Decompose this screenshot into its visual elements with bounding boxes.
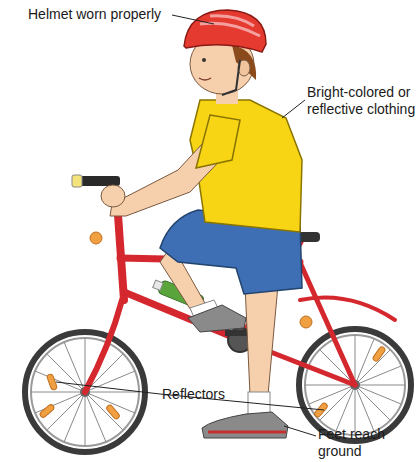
- shoe: [202, 412, 288, 438]
- leader-line: [284, 426, 316, 436]
- shoe: [188, 305, 246, 332]
- shirt-sleeve: [196, 115, 240, 168]
- seat-stay: [298, 258, 355, 385]
- spoke-reflector: [39, 404, 55, 419]
- spoke-reflector: [372, 346, 386, 363]
- handlebar-reflector: [72, 175, 82, 187]
- eye: [202, 58, 206, 62]
- callout-label: Helmet worn properly: [28, 6, 178, 23]
- fork: [85, 300, 122, 392]
- callout-label: Bright-colored or reflective clothing: [307, 84, 417, 118]
- hand: [101, 185, 125, 207]
- leader-line: [282, 100, 305, 118]
- rear-fender: [300, 298, 395, 321]
- helmet-vents: [200, 16, 260, 36]
- mouth: [199, 78, 211, 80]
- leg: [245, 285, 278, 395]
- callout-label: Feet reach ground: [318, 426, 408, 460]
- yellow-shirt: [190, 100, 302, 232]
- callout-label: Reflectors: [162, 386, 252, 403]
- leader-line: [172, 15, 214, 24]
- rear-reflector: [300, 316, 312, 328]
- helmet: [184, 10, 266, 52]
- front-reflector: [90, 232, 102, 244]
- leader-line: [56, 382, 160, 394]
- helmet-strap: [222, 60, 240, 95]
- spoke-reflector: [106, 404, 121, 420]
- handlebar: [80, 176, 120, 186]
- hair: [232, 45, 256, 80]
- spoke-reflector: [46, 373, 57, 390]
- bottle-cap: [153, 280, 163, 290]
- standing-leg: [202, 285, 288, 438]
- shoe-stripe: [208, 431, 286, 434]
- leader-lines: [56, 15, 324, 436]
